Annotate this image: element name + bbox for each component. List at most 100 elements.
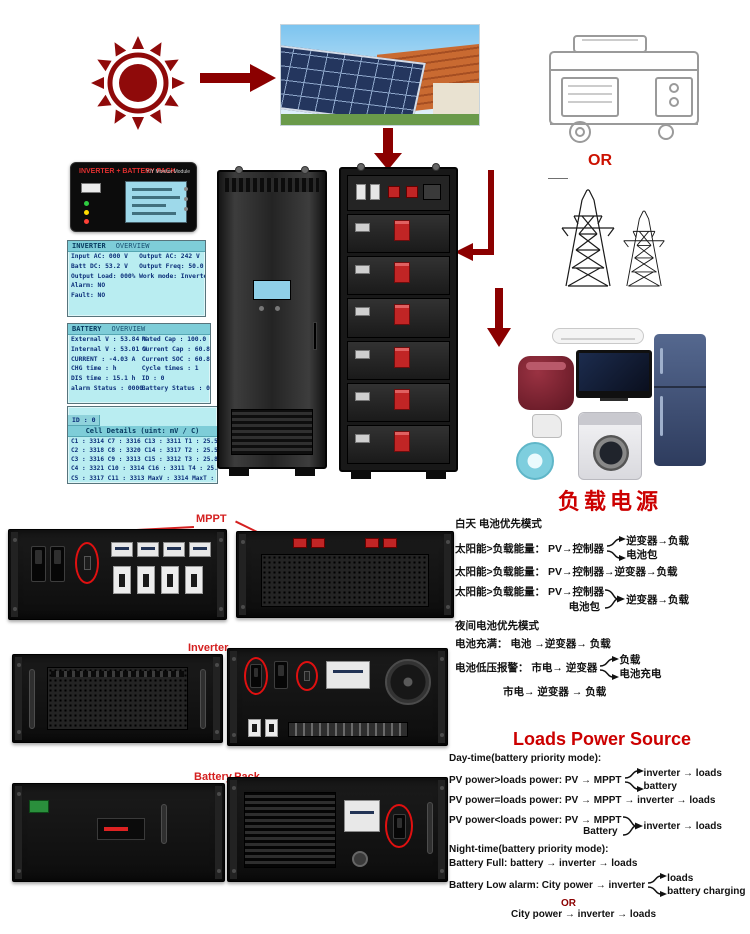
- module-red-connector: [394, 220, 411, 241]
- washer-panel: [579, 413, 641, 425]
- screen-cell: External V : 53.84 V: [71, 336, 147, 343]
- cn-line6-text: 市电→ 逆变器 → 负载: [503, 685, 607, 698]
- module-red-connector: [394, 346, 411, 368]
- screen-row: Output Load: 000%Work mode: Inverter: [68, 272, 205, 282]
- screen-cell: Battery Status : 0003: [141, 384, 210, 392]
- en-line6-text: City power → inverter → loads: [511, 909, 657, 920]
- rocker-switch: [250, 664, 262, 688]
- mppt-unit-right: [236, 531, 454, 618]
- fan: [516, 442, 554, 480]
- rack-ear: [230, 780, 237, 879]
- rack-handle: [427, 802, 433, 854]
- rack-ear: [438, 780, 445, 879]
- battery-module: [347, 382, 450, 422]
- cabinet-button: [259, 306, 264, 311]
- screen-cell: Work mode: Inverter: [139, 272, 206, 280]
- cabinet-foot: [229, 467, 249, 476]
- screen-cell: DIS time : 15.1 h: [71, 375, 136, 382]
- panel-button: [184, 187, 188, 191]
- rack-ear: [239, 534, 246, 615]
- cn-line1-branch2: 电池包: [626, 548, 658, 561]
- rack-ear: [15, 657, 22, 740]
- monitor-module-panel: INVERTER + BATTERY PACK YIY Monitor Modu…: [70, 162, 197, 232]
- monitor-title: INVERTER + BATTERY PACK: [79, 168, 176, 175]
- tv-stand: [600, 398, 628, 401]
- screen-cell: [139, 291, 202, 301]
- module-red-connector: [394, 304, 411, 326]
- en-line4: Battery Full: battery → inverter → loads: [449, 858, 747, 869]
- fork-branch: 负载: [599, 654, 661, 668]
- cn-day-mode: 白天 电池优先模式: [455, 518, 542, 530]
- screen-row: Alarm: NO: [68, 281, 205, 291]
- washer-door: [593, 435, 629, 471]
- screen-cell: Internal V : 53.01 V: [71, 345, 147, 353]
- screen-cell: Cycle times : 1: [141, 365, 199, 373]
- rack-ear: [15, 786, 22, 879]
- digital-meter: [326, 661, 370, 689]
- cell-row: C1 : 3314 C7 : 3316 C13 : 3311 T1 : 25.5: [71, 438, 218, 445]
- tv-screen: [579, 353, 649, 391]
- or-label: OR: [588, 152, 612, 169]
- fork-arrow-down-icon: [606, 550, 627, 561]
- lift-eye: [301, 166, 309, 174]
- lcd-text-bar: [132, 212, 176, 215]
- cn-line5-fork: 负载 电池充电: [599, 654, 661, 681]
- cell-details-screen: ID : 0 Cell Details (uint: mV / C) C1 : …: [67, 406, 218, 484]
- red-highlight-ring: [244, 657, 268, 695]
- lcd-text-bar: [132, 188, 172, 191]
- rack-ear: [438, 651, 445, 743]
- en-line5-fork: loads battery charging: [647, 872, 746, 898]
- round-connector: [352, 851, 368, 867]
- cell-details-header: Cell Details (uint: mV / C): [68, 426, 217, 437]
- lcd-text-bar: [132, 196, 180, 199]
- lcd-text-bar: [132, 204, 166, 207]
- mini-breaker: [356, 184, 366, 200]
- sun-icon: [91, 36, 185, 130]
- fork-arrow-down-icon: [600, 669, 620, 681]
- fork-arrow-up-icon: [606, 536, 627, 548]
- fork-arrow-up-icon: [624, 768, 644, 779]
- rack-ear: [217, 532, 224, 617]
- screen-cell: ID : 0: [141, 375, 165, 382]
- en-line3: PV power<loads power: PV → MPPT Battery …: [449, 811, 747, 841]
- en-line3-pre2: Battery: [583, 826, 618, 837]
- arrow-sun-to-pv-icon: [200, 64, 276, 92]
- en-line1-branch1: inverter → loads: [643, 768, 722, 779]
- en-flow-section: Day-time(battery priority mode): PV powe…: [449, 753, 747, 920]
- screen-cell: alarm Status : 0000: [71, 384, 144, 392]
- monitor-lcd: [125, 181, 187, 223]
- en-line3-pre: PV power<loads power: PV → MPPT: [449, 815, 622, 826]
- rack-handle: [161, 804, 167, 844]
- breaker-module: [113, 566, 131, 594]
- breaker-panel: [347, 175, 450, 211]
- screen-title: INVERTER: [72, 242, 106, 250]
- screen-row: DIS time : 15.1 h ID : 0: [68, 374, 210, 384]
- cn-night-mode-row: 夜间电池优先模式: [455, 618, 735, 633]
- en-line3-sources: PV power<loads power: PV → MPPT Battery: [449, 815, 622, 837]
- generator-icon: [549, 35, 699, 143]
- merge-arrow-icon: [604, 589, 626, 610]
- en-day-mode-row: Day-time(battery priority mode):: [449, 753, 747, 764]
- cn-night-mode: 夜间电池优先模式: [455, 620, 539, 633]
- rocker-switch: [50, 546, 65, 582]
- red-connector: [383, 538, 397, 548]
- cn-line1-pre: 太阳能>负载能量： PV→控制器: [455, 543, 605, 556]
- red-highlight-ring: [296, 661, 318, 691]
- fridge-handle: [660, 348, 663, 374]
- vent-grid: [47, 667, 188, 730]
- lift-eye: [235, 166, 243, 174]
- module-red-connector: [394, 388, 411, 410]
- cell-row: C4 : 3321 C10 : 3314 C16 : 3311 T4 : 25.…: [71, 465, 218, 473]
- breaker-module: [248, 719, 261, 737]
- fridge-handle: [660, 396, 663, 436]
- fork-branch: battery: [624, 780, 722, 793]
- en-line1-fork: inverter → loads battery: [624, 767, 722, 793]
- screen-title: Cell Details (uint: mV / C): [85, 427, 200, 435]
- battery-module: [347, 340, 450, 380]
- rocker-switch: [31, 546, 46, 582]
- red-highlight-ring: [75, 542, 99, 584]
- en-day-mode: Day-time(battery priority mode):: [449, 753, 602, 764]
